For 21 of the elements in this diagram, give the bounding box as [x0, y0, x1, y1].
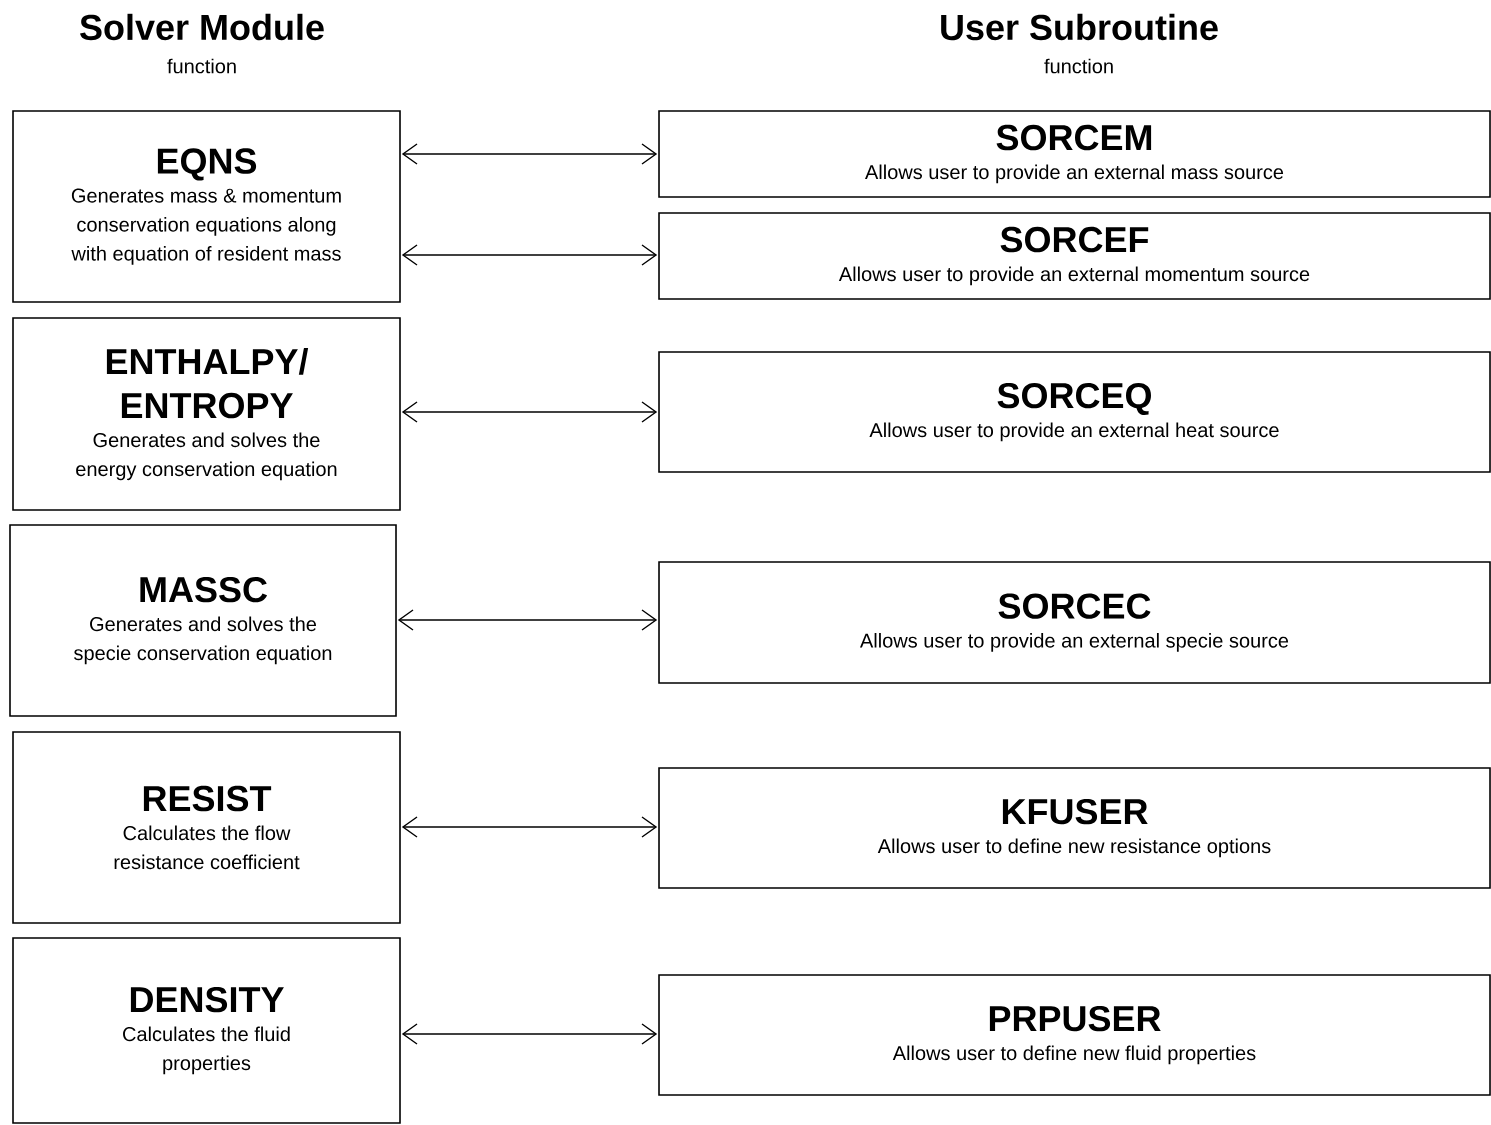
subroutine-box: KFUSER Allows user to define new resistance options — [658, 767, 1491, 889]
subroutine-box: SORCEQ Allows user to provide an external heat source — [658, 351, 1491, 473]
double-arrow — [401, 1023, 658, 1045]
module-box: DENSITY Calculates the fluid properties — [12, 937, 401, 1124]
subroutine-box: SORCEF Allows user to provide an external momentum source — [658, 212, 1491, 300]
column-heading: Solver Module — [80, 13, 324, 41]
double-arrow — [401, 401, 658, 423]
double-arrow — [401, 244, 658, 266]
double-arrow — [397, 609, 658, 631]
column-subheading: function — [1044, 58, 1113, 74]
module-box: ENTHALPY/ ENTROPY Generates and solves the energy conservation equation — [12, 317, 401, 511]
double-arrow — [401, 143, 658, 165]
column-heading: User Subroutine — [941, 13, 1218, 41]
subroutine-box: SORCEM Allows user to provide an external mass source — [658, 110, 1491, 198]
subroutine-box: PRPUSER Allows user to define new fluid properties — [658, 974, 1491, 1096]
subroutine-box: SORCEC Allows user to provide an external specie source — [658, 561, 1491, 684]
module-box: MASSC Generates and solves the specie conservation equation — [9, 524, 397, 717]
column-subheading: function — [167, 58, 236, 74]
double-arrow — [401, 816, 658, 838]
module-box: EQNS Generates mass & momentum conservation equations along with equation of resident mass — [12, 110, 401, 303]
module-box: RESIST Calculates the flow resistance coefficient — [12, 731, 401, 924]
